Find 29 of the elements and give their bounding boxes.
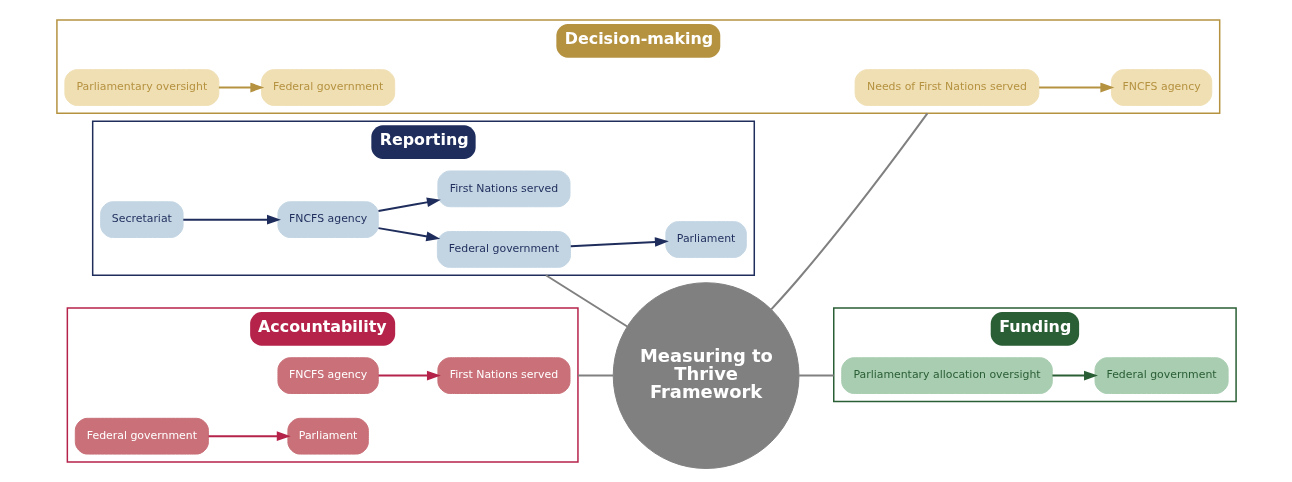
node-box: Federal government (74, 417, 209, 455)
connector (769, 112, 928, 311)
node-box: Parliamentary allocation oversight (840, 357, 1053, 394)
connector (797, 374, 835, 377)
arrow (1050, 370, 1098, 381)
arrow (376, 370, 441, 381)
arrow (217, 82, 264, 93)
arrow (569, 237, 669, 248)
node-box: Parliament (286, 417, 369, 455)
node-box: First Nations served (436, 170, 570, 208)
arrow (207, 431, 291, 442)
node-box: FNCFS agency (1110, 69, 1212, 106)
node-box: Secretariat (99, 201, 184, 238)
node-box: First Nations served (436, 357, 570, 394)
connector (576, 374, 614, 377)
arrow (1037, 82, 1114, 93)
arrow (376, 197, 441, 212)
connector (544, 274, 628, 328)
node-box: Federal government (260, 69, 395, 106)
node-box: Federal government (436, 231, 571, 268)
node-box: FNCFS agency (276, 357, 379, 394)
node-circle: Measuring to Thrive Framework (612, 282, 799, 469)
node-box: Needs of First Nations served (854, 69, 1039, 106)
node-box: Federal government (1094, 357, 1229, 394)
node-box: FNCFS agency (276, 201, 379, 238)
node-box: Parliamentary oversight (63, 69, 219, 106)
node-box: Parliament (664, 221, 747, 258)
arrow (181, 214, 281, 225)
arrow (376, 227, 440, 242)
